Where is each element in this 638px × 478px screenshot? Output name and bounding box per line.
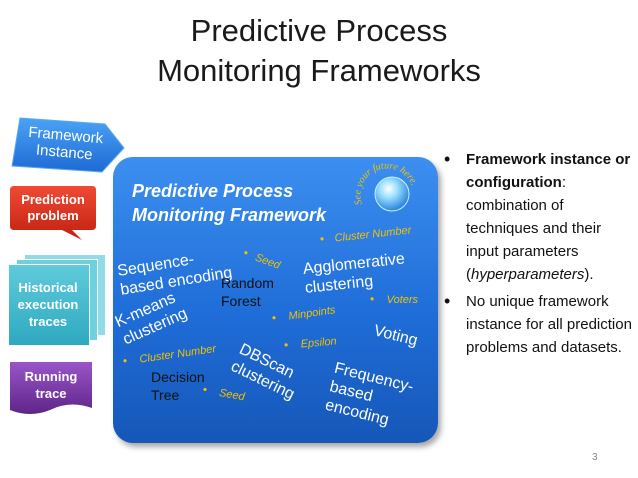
term-decision-tree: Decision Tree <box>151 369 205 403</box>
bullet-1-italic: hyperparameters <box>471 266 585 283</box>
running-trace-banner-shape <box>10 362 92 414</box>
framework-instance-label: Framework Instance <box>27 123 104 164</box>
param-voters-text: Voters <box>386 294 419 306</box>
param-epsilon-bullet: • <box>283 337 289 352</box>
running-trace-label: Running trace <box>24 369 78 401</box>
param-cluster-number-top-bullet: • <box>319 231 325 246</box>
param-epsilon-text: Epsilon <box>300 335 338 351</box>
slide-title-line2: Monitoring Frameworks <box>157 53 481 88</box>
param-voters-bullet: • <box>370 292 375 306</box>
prediction-problem-callout-shape <box>10 186 96 240</box>
historical-traces-label: Historical execution traces <box>17 279 79 329</box>
bullet-no-unique: No unique framework instance for all pre… <box>440 290 635 359</box>
page-number: 3 <box>592 452 598 463</box>
crystal-ball-icon: See your future here... <box>351 152 422 230</box>
bullet-1-text-b: ). <box>584 266 594 283</box>
prediction-problem-shape: Prediction problem <box>8 184 100 242</box>
trace-card-front <box>8 264 90 346</box>
slide-title-line1: Predictive Process <box>190 13 448 48</box>
bullet-framework-instance: Framework instance or configuration: com… <box>440 148 635 286</box>
framework-instance-shape: Framework Instance <box>10 114 128 176</box>
param-minpoints-bullet: • <box>271 310 278 325</box>
bullet-2-text: No unique framework instance for all pre… <box>466 293 632 356</box>
crystal-ball-graphic: See your future here... <box>351 152 420 212</box>
framework-title-line2: Monitoring Framework <box>132 205 327 225</box>
prediction-problem-label: Prediction problem <box>21 192 85 223</box>
historical-traces-shape: Historical execution traces <box>6 254 106 346</box>
param-cluster-number-bottom-bullet: • <box>122 353 129 368</box>
bullet-1-text-a: combination of techniques and their inpu… <box>466 197 602 283</box>
param-voters: • Voters <box>370 290 418 308</box>
term-random-forest: Random Forest <box>221 275 274 309</box>
param-seed-bottom-bullet: • <box>201 382 209 397</box>
bullet-list: Framework instance or configuration: com… <box>440 148 635 361</box>
framework-title-line1: Predictive Process <box>132 181 294 201</box>
param-seed-bottom-text: Seed <box>218 386 246 404</box>
bullet-1-colon: : <box>561 174 566 191</box>
running-trace-shape: Running trace <box>8 360 94 418</box>
framework-instance-arrow-shape <box>11 117 125 173</box>
bullet-1-bold: Framework instance or configuration <box>466 151 631 191</box>
